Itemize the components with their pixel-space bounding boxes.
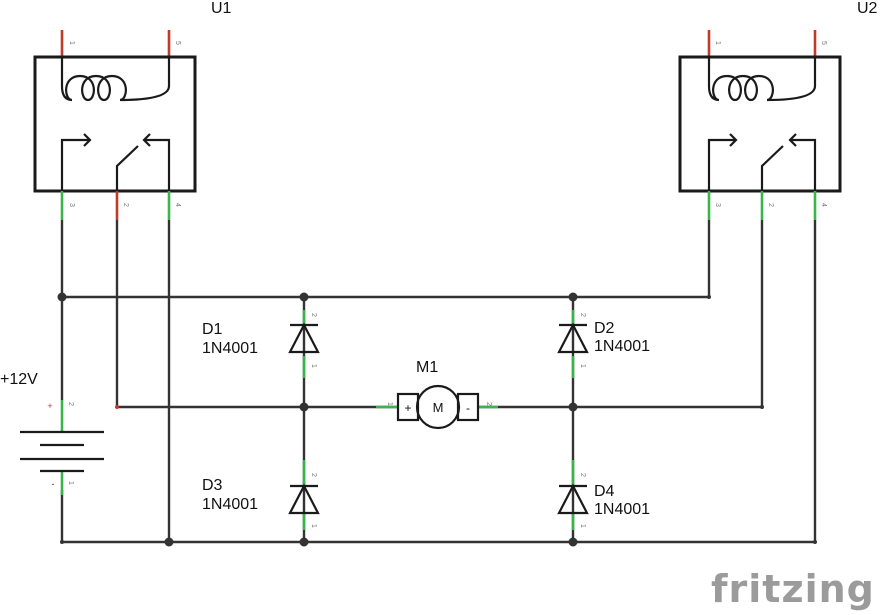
pin-number: 3 <box>714 203 721 207</box>
motor-minus-sign: - <box>466 401 470 415</box>
diode-d4[interactable]: 2 1 D4 1N4001 <box>557 460 650 530</box>
motor-icon <box>415 384 461 430</box>
diode-d2[interactable]: 2 1 D2 1N4001 <box>557 310 650 378</box>
junction-dot <box>299 402 309 412</box>
relay-u2[interactable]: 1 5 3 2 4 U2 <box>678 0 878 220</box>
pin-number: 5 <box>174 41 181 45</box>
pin-number: 1 <box>386 402 393 406</box>
pin-number: 1 <box>579 524 586 528</box>
component-ref: M1 <box>416 359 438 376</box>
component-ref: U1 <box>211 0 232 17</box>
motor-m1[interactable]: M + - 1 2 M1 <box>376 359 498 430</box>
pin-number: 4 <box>820 203 827 207</box>
junction-dot <box>60 540 64 544</box>
junction-dot <box>568 402 578 412</box>
battery-voltage-label: +12V <box>0 371 38 388</box>
motor-symbol: M <box>433 400 444 415</box>
component-part: 1N4001 <box>594 501 650 518</box>
junctions <box>57 292 817 547</box>
pin-number: 2 <box>310 313 317 317</box>
wires <box>60 220 817 544</box>
battery-12v[interactable]: + - 2 1 +12V <box>0 371 104 495</box>
relay-coil-icon <box>60 57 171 102</box>
pin-number: 2 <box>67 402 74 406</box>
component-ref: D1 <box>202 321 223 338</box>
pin-number: 1 <box>310 364 317 368</box>
junction-dot <box>164 537 174 547</box>
diode-icon <box>288 483 320 515</box>
pin-number: 2 <box>579 473 586 477</box>
junction-dot <box>115 405 119 409</box>
junction-dot <box>568 537 578 547</box>
pin-number: 1 <box>579 364 586 368</box>
fritzing-logo: fritzing <box>711 567 875 611</box>
component-part: 1N4001 <box>202 340 258 357</box>
diode-icon <box>288 322 320 354</box>
junction-dot <box>707 295 711 299</box>
diode-icon <box>557 483 589 515</box>
component-ref: D3 <box>202 477 223 494</box>
component-part: 1N4001 <box>202 496 258 513</box>
pin-number: 1 <box>714 41 721 45</box>
junction-dot <box>568 292 578 302</box>
pin-number: 2 <box>310 473 317 477</box>
relay-switch-icon <box>707 133 817 191</box>
relay-coil-icon <box>707 57 817 102</box>
battery-plus-sign: + <box>47 401 52 411</box>
diode-d3[interactable]: 2 1 D3 1N4001 <box>202 460 320 530</box>
pin-number: 1 <box>67 481 74 485</box>
pin-number: 2 <box>579 313 586 317</box>
pin-number: 2 <box>767 203 774 207</box>
relay-body <box>678 55 842 193</box>
component-ref: D2 <box>594 320 615 337</box>
pin-number: 1 <box>310 524 317 528</box>
component-ref: U2 <box>857 0 878 17</box>
pin-number: 3 <box>68 203 75 207</box>
pin-number: 2 <box>122 203 129 207</box>
pin-number: 5 <box>820 41 827 45</box>
pin-number: 2 <box>485 402 492 406</box>
diode-icon <box>557 322 589 354</box>
component-ref: D4 <box>594 483 615 500</box>
diode-d1[interactable]: 2 1 D1 1N4001 <box>202 310 320 378</box>
component-part: 1N4001 <box>594 338 650 355</box>
junction-dot <box>57 292 67 302</box>
junction-dot <box>299 537 309 547</box>
relay-u1[interactable]: 1 5 3 2 4 U1 <box>33 0 232 220</box>
relay-switch-icon <box>60 133 171 191</box>
motor-plus-sign: + <box>404 401 411 415</box>
battery-minus-sign: - <box>52 479 55 489</box>
pin-number: 1 <box>68 41 75 45</box>
pin-number: 4 <box>174 203 181 207</box>
junction-dot <box>760 405 764 409</box>
junction-dot <box>813 540 817 544</box>
junction-dot <box>299 292 309 302</box>
